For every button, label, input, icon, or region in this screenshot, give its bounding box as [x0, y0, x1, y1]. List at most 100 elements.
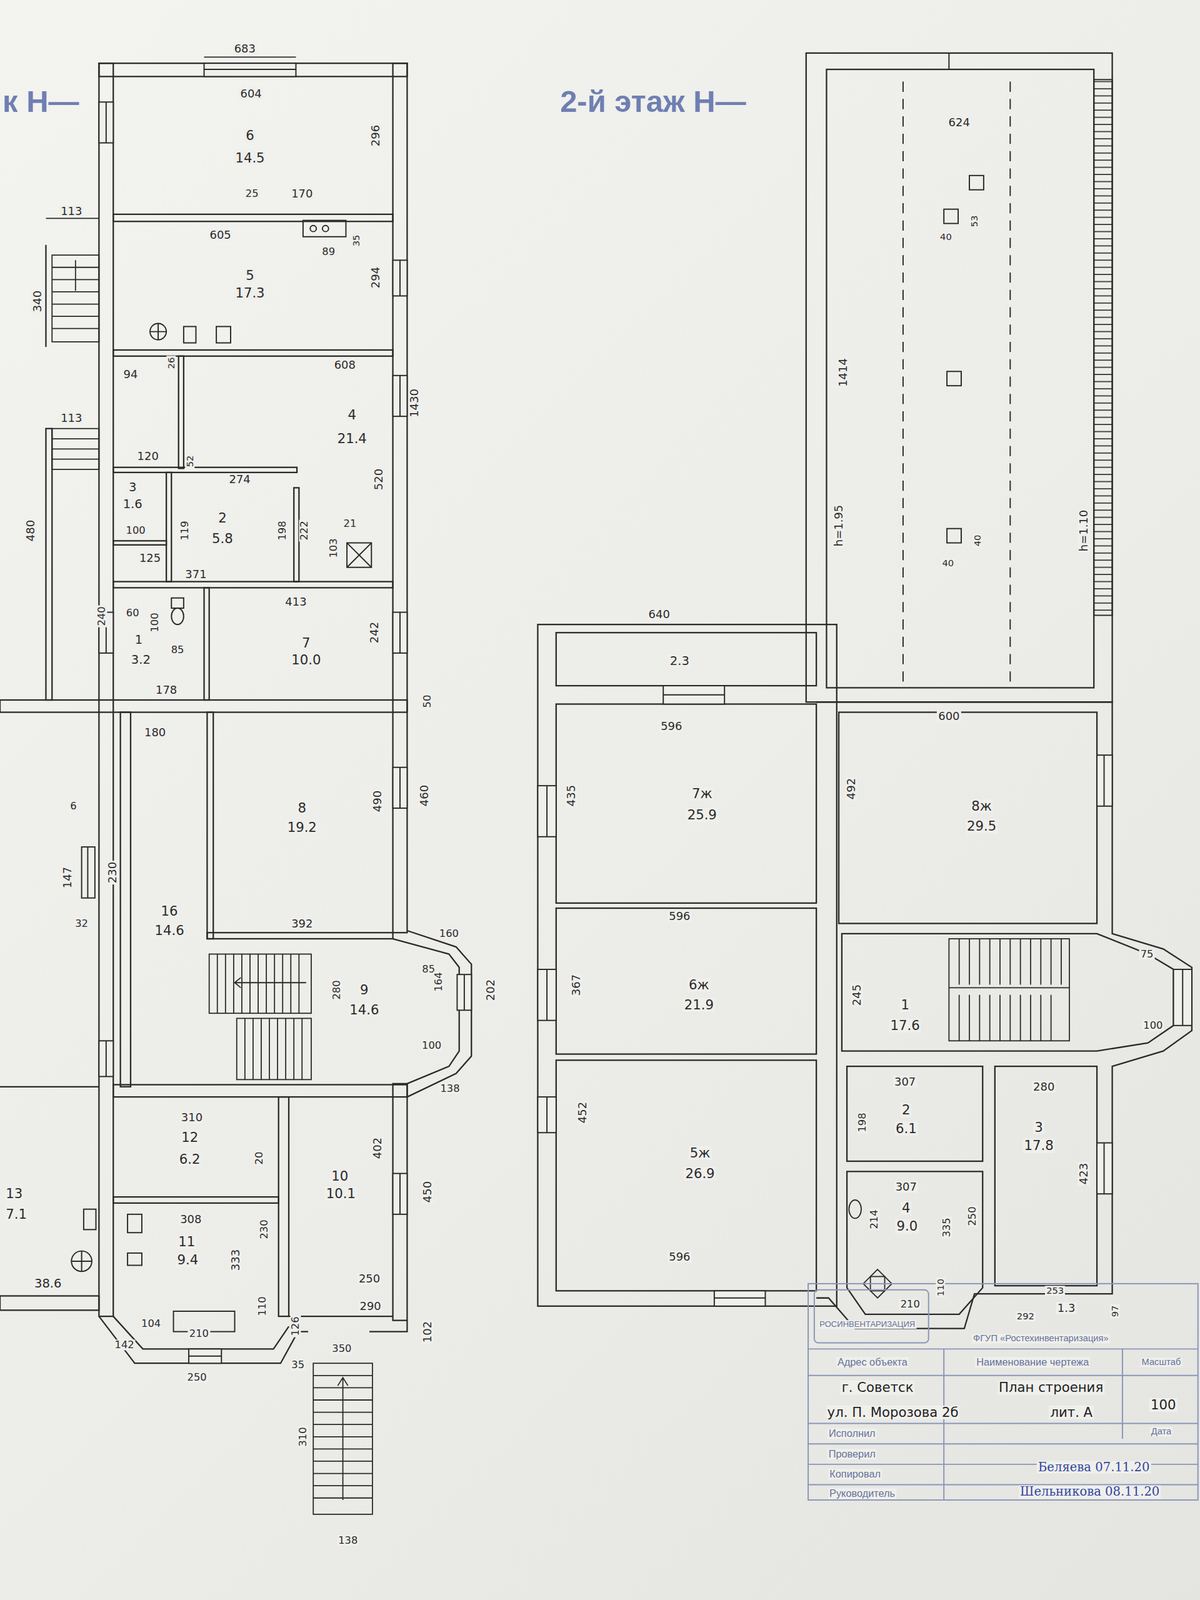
first-floor-fixtures-part	[171, 608, 184, 625]
dimension: 310	[297, 1425, 309, 1448]
second-floor-windows	[537, 685, 1192, 1307]
room-area: 6.1	[894, 1121, 919, 1136]
dimension: 40	[972, 533, 982, 549]
dimension: 38.6	[33, 1277, 64, 1291]
dimension: 160	[438, 928, 460, 939]
second-floor-windows-part	[663, 694, 725, 696]
stairs-part	[75, 260, 77, 291]
room-number: 8ж	[970, 799, 994, 814]
dimension: 35	[290, 1360, 306, 1371]
dimension: 307	[894, 1180, 919, 1193]
room-area: 25.9	[686, 808, 719, 822]
first-floor-walls-part	[113, 214, 393, 222]
stairs-part	[51, 255, 99, 342]
stairs-part	[313, 1363, 373, 1515]
dimension: 214	[869, 1208, 880, 1230]
first-floor-walls-part	[0, 1295, 99, 1310]
dimension: 26	[166, 356, 177, 371]
first-floor-walls-part	[406, 930, 472, 1097]
dimension: 230	[106, 860, 119, 885]
title-block-text: РОСИНВЕНТАРИЗАЦИЯ	[818, 1320, 917, 1329]
first-floor-windows-part	[456, 974, 472, 1010]
second-floor-windows-part	[546, 1096, 548, 1133]
first-floor-walls-part	[113, 1085, 407, 1098]
dimension: 640	[647, 608, 672, 620]
second-floor-walls-part	[806, 53, 1113, 702]
first-floor-walls-part	[113, 581, 393, 589]
dimension: 20	[253, 1150, 265, 1167]
stairs-part	[245, 1018, 302, 1080]
dimension: 230	[258, 1218, 270, 1241]
room-area: 6.2	[178, 1152, 202, 1167]
room-area: 14.6	[153, 923, 185, 938]
attic-marks-part	[1093, 79, 1112, 615]
title-block-text: Дата	[1150, 1426, 1174, 1437]
dimension: 40	[940, 558, 955, 569]
room-area: 7.1	[4, 1207, 29, 1222]
dimension: 402	[371, 1136, 384, 1160]
dimension: 296	[369, 123, 382, 148]
dimension: 600	[936, 710, 961, 723]
second-floor-windows-part	[1103, 755, 1105, 807]
first-floor-walls-part	[113, 1316, 289, 1349]
second-floor-fixtures-part	[948, 938, 1070, 1041]
first-floor-windows	[98, 63, 472, 1364]
first-floor-windows-part	[188, 1348, 222, 1364]
dimension: 170	[290, 188, 314, 200]
dimension: 242	[368, 620, 381, 645]
room-number: 10	[330, 1169, 350, 1184]
stairs-part	[337, 1377, 348, 1500]
first-floor-windows-part	[98, 101, 114, 143]
second-floor-windows-part	[1181, 969, 1184, 1026]
dimension: 138	[336, 1535, 359, 1547]
second-floor-windows-part	[546, 785, 548, 837]
room-number: 13	[4, 1186, 24, 1201]
room-number: 3	[1033, 1120, 1045, 1135]
first-floor-walls-part	[113, 540, 167, 545]
first-floor-walls-part	[113, 350, 393, 357]
first-floor-fixtures-part	[346, 543, 372, 568]
dimension: 245	[851, 983, 864, 1007]
room-area: 5.8	[210, 531, 235, 546]
room-number: 1	[899, 998, 911, 1012]
second-floor-walls-part	[556, 1060, 817, 1291]
first-floor-fixtures-part	[150, 323, 167, 340]
dimension: 113	[59, 412, 84, 425]
attic-marks-part	[969, 175, 984, 190]
title-block-text: Проверил	[827, 1448, 877, 1460]
attic-marks-part	[946, 371, 962, 386]
title-block-part	[808, 1283, 1199, 1500]
first-floor-windows-part	[399, 260, 401, 296]
first-floor-windows-part	[393, 767, 408, 809]
dimension: 310	[180, 1111, 204, 1124]
dimension: 460	[418, 783, 431, 808]
second-floor-windows-part	[1096, 1143, 1112, 1195]
dimension: 210	[188, 1328, 210, 1339]
first-floor-windows-part	[105, 1040, 107, 1077]
stairs-part	[236, 1018, 312, 1080]
room-area: 14.6	[348, 1003, 380, 1017]
dimension: 202	[485, 978, 497, 1002]
first-floor-windows-part	[98, 1040, 114, 1077]
first-floor-windows-part	[204, 63, 297, 77]
dimension: h=1.95	[833, 503, 845, 548]
dimension: 250	[186, 1372, 209, 1384]
dimension: h=1.10	[1077, 508, 1090, 553]
dimension: 89	[320, 246, 337, 258]
dimension: 274	[228, 473, 252, 486]
title-block-text: Копировал	[828, 1469, 882, 1480]
dimension: 596	[667, 910, 692, 923]
room-number: 8	[296, 801, 308, 815]
dimension: 490	[371, 789, 384, 814]
title-block-part	[814, 1290, 929, 1344]
title-block-entry: лит. А	[1048, 1405, 1094, 1419]
first-floor-fixtures-part	[127, 1214, 142, 1233]
first-floor-fixtures-part	[86, 846, 89, 899]
dimension: 452	[576, 1100, 589, 1124]
first-floor-walls-part	[206, 712, 214, 939]
first-floor-fixtures-part	[81, 846, 95, 899]
first-floor-walls-part	[98, 63, 407, 77]
room-area: 17.8	[1022, 1138, 1055, 1153]
dimension-ticks	[45, 56, 296, 219]
first-floor-fixtures-part	[71, 1251, 92, 1272]
